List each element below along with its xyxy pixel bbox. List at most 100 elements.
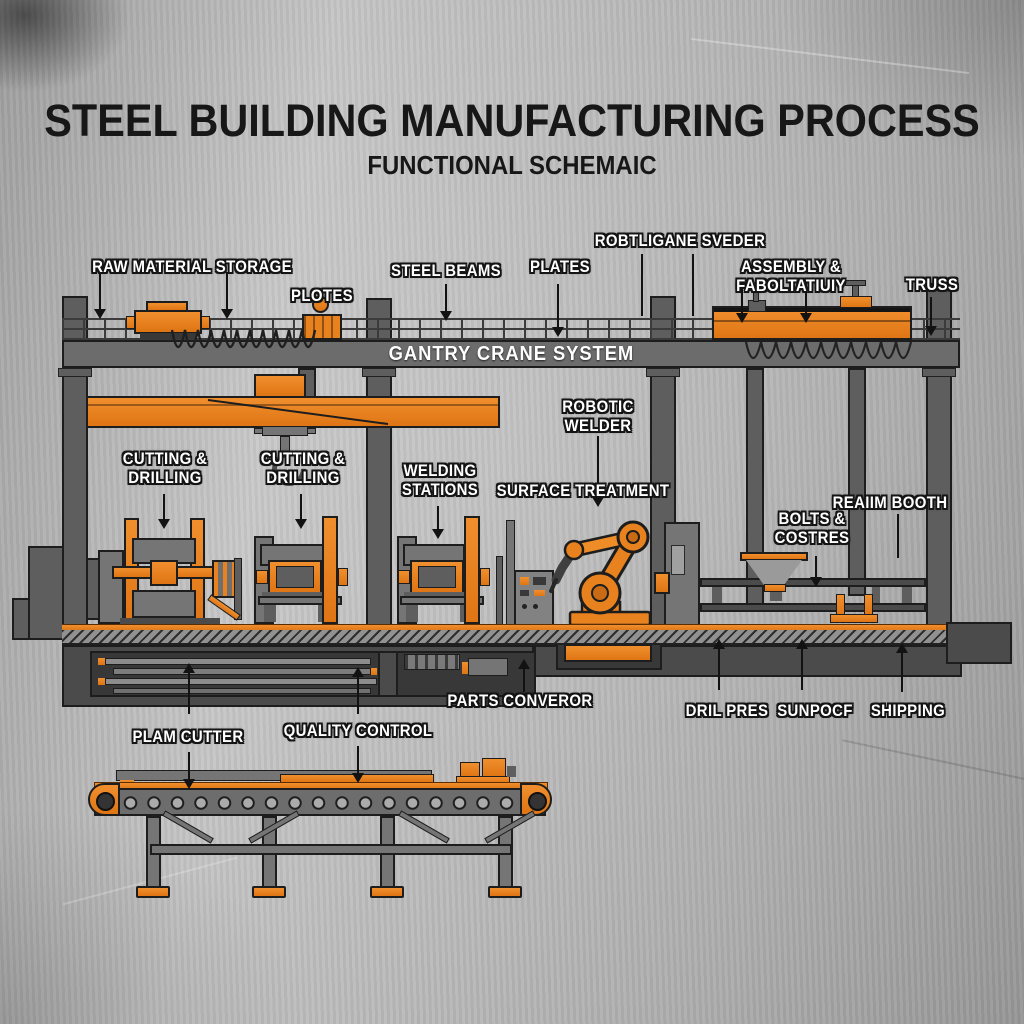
label-raw-material-storage: RAW MATERIAL STORAGE: [92, 257, 292, 276]
cabinet-knob-icon: [533, 604, 538, 609]
label-steel-beams: STEEL BEAMS: [391, 261, 501, 280]
hook-pin: [307, 428, 316, 434]
arrow-assembly-left: [736, 280, 748, 323]
steel-plate-stack: [105, 678, 377, 685]
label-bolts-costres: BOLTS & COSTRES: [774, 509, 850, 547]
arrow-robotic-welder: [592, 436, 604, 507]
storage-trolley-cab: [146, 301, 188, 312]
work-bench-web: [872, 587, 880, 605]
cabinet-slot: [534, 590, 545, 596]
machine-cutting-2-leg: [264, 605, 276, 622]
plate-cap: [98, 678, 105, 685]
machine-cutting-2-nub: [256, 570, 268, 584]
side-wall-step: [12, 598, 30, 640]
plates-ball-icon: [312, 296, 329, 313]
arrow-shipping: [896, 643, 908, 692]
machine-cutting-2-sidebit: [338, 568, 348, 586]
plate-cap: [371, 668, 377, 675]
conveyor-foot-3: [370, 886, 404, 898]
column-base-plate: [830, 614, 878, 623]
machine-welding-post: [464, 516, 480, 624]
beam-flange: [922, 368, 956, 377]
conveyor-foot-2: [252, 886, 286, 898]
label-truss: TRUSS: [905, 275, 959, 294]
parts-hopper-stem: [770, 592, 782, 601]
arrow-parts-converor: [518, 659, 530, 692]
plates-crate: [302, 314, 342, 340]
machine-cutting-2-table: [258, 596, 342, 605]
arrow-welding: [432, 506, 444, 539]
label-assembly-fabrication: ASSEMBLY & FABOLTATIUIY: [736, 257, 846, 295]
machine-welding-plate: [404, 592, 480, 597]
label-parts-converor: PARTS CONVEROR: [447, 691, 593, 710]
label-dril-pres: DRIL PRES: [685, 701, 769, 720]
coil-cable-icon: [170, 329, 317, 349]
cabinet-screen: [533, 577, 546, 585]
machine-cutting-1-tower: [98, 550, 124, 624]
machine-cutting-2-die: [276, 566, 314, 588]
machine-cutting-1-hub: [150, 560, 178, 586]
conveyor-motor-side: [507, 766, 516, 777]
assembly-beam-top-edge: [714, 308, 910, 312]
steel-plate-stack: [105, 658, 371, 665]
conveyor-foot-1: [136, 886, 170, 898]
arrow-sunpocf: [796, 639, 808, 690]
conveyor-foot-4: [488, 886, 522, 898]
plate-cap: [98, 658, 105, 665]
scratch-line: [841, 739, 1024, 783]
arrow-plam-cutter-up: [183, 663, 195, 714]
steel-plate-stack: [113, 668, 371, 675]
arrow-plam-cutter-down: [183, 752, 195, 789]
robotic-welder-arm: [549, 520, 652, 627]
gantry-rail-midline: [62, 328, 960, 330]
arrow-plates: [552, 284, 564, 337]
tower-slot: [671, 545, 685, 575]
label-quality-control: QUALITY CONTROL: [283, 721, 433, 740]
pit-parts-block: [468, 658, 508, 676]
parts-hopper-rim: [740, 552, 808, 561]
label-cutting-drilling-1: CUTTING & DRILLING: [122, 449, 208, 487]
beam-flange: [362, 368, 396, 377]
hook-pin: [254, 428, 263, 434]
label-reaiim-booth: REAIIM BOOTH: [832, 493, 948, 512]
conveyor-crossbar: [150, 844, 512, 855]
label-shipping: SHIPPING: [870, 701, 946, 720]
arrow-raw-material-right: [221, 272, 233, 319]
cabinet-screen: [520, 577, 529, 585]
work-bench-web: [712, 587, 722, 605]
machine-cutting-1-bed: [132, 590, 196, 618]
pit-parts-rack: [404, 654, 460, 670]
cabinet-knob-icon: [522, 604, 527, 609]
treatment-pole: [496, 556, 503, 626]
line-robtligane-left: [641, 254, 643, 316]
machine-cutting-2-post: [322, 516, 338, 624]
hook-shaft: [280, 436, 290, 456]
parts-hopper-spout: [764, 584, 786, 592]
arrow-dril-pres: [713, 639, 725, 690]
storage-trolley-base: [140, 333, 196, 339]
floor-step-block: [946, 622, 1012, 664]
conveyor-motor: [482, 758, 506, 777]
beam-flange: [646, 368, 680, 377]
storage-trolley-tab: [126, 316, 135, 329]
machine-welding-leg: [406, 605, 418, 622]
assembly-beam-seam: [714, 320, 910, 322]
label-plam-cutter: PLAM CUTTER: [132, 727, 244, 746]
hook-plate: [262, 426, 308, 436]
clamp-t-handle-icon: [845, 280, 866, 286]
label-robotic-welder: ROBOTIC WELDER: [562, 397, 634, 435]
crane-bridge-seam: [88, 404, 498, 406]
arrow-assembly-right: [800, 280, 812, 323]
scratch-line: [690, 37, 970, 75]
floor-hatch: [62, 630, 946, 645]
beam-clamp: [840, 296, 872, 308]
label-welding-stations: WELDING STATIONS: [401, 461, 479, 499]
machine-cutting-1-frame: [234, 558, 242, 620]
page-title: STEEL BUILDING MANUFACTURING PROCESS: [44, 95, 980, 146]
pit-divider: [378, 651, 398, 697]
machine-welding-nub: [398, 570, 410, 584]
arrow-truss: [925, 297, 937, 336]
label-robtligane-sveder: ROBTLIGANE SVEDER: [594, 231, 766, 250]
arrow-quality-up: [352, 667, 364, 714]
conveyor-motor: [460, 762, 480, 777]
